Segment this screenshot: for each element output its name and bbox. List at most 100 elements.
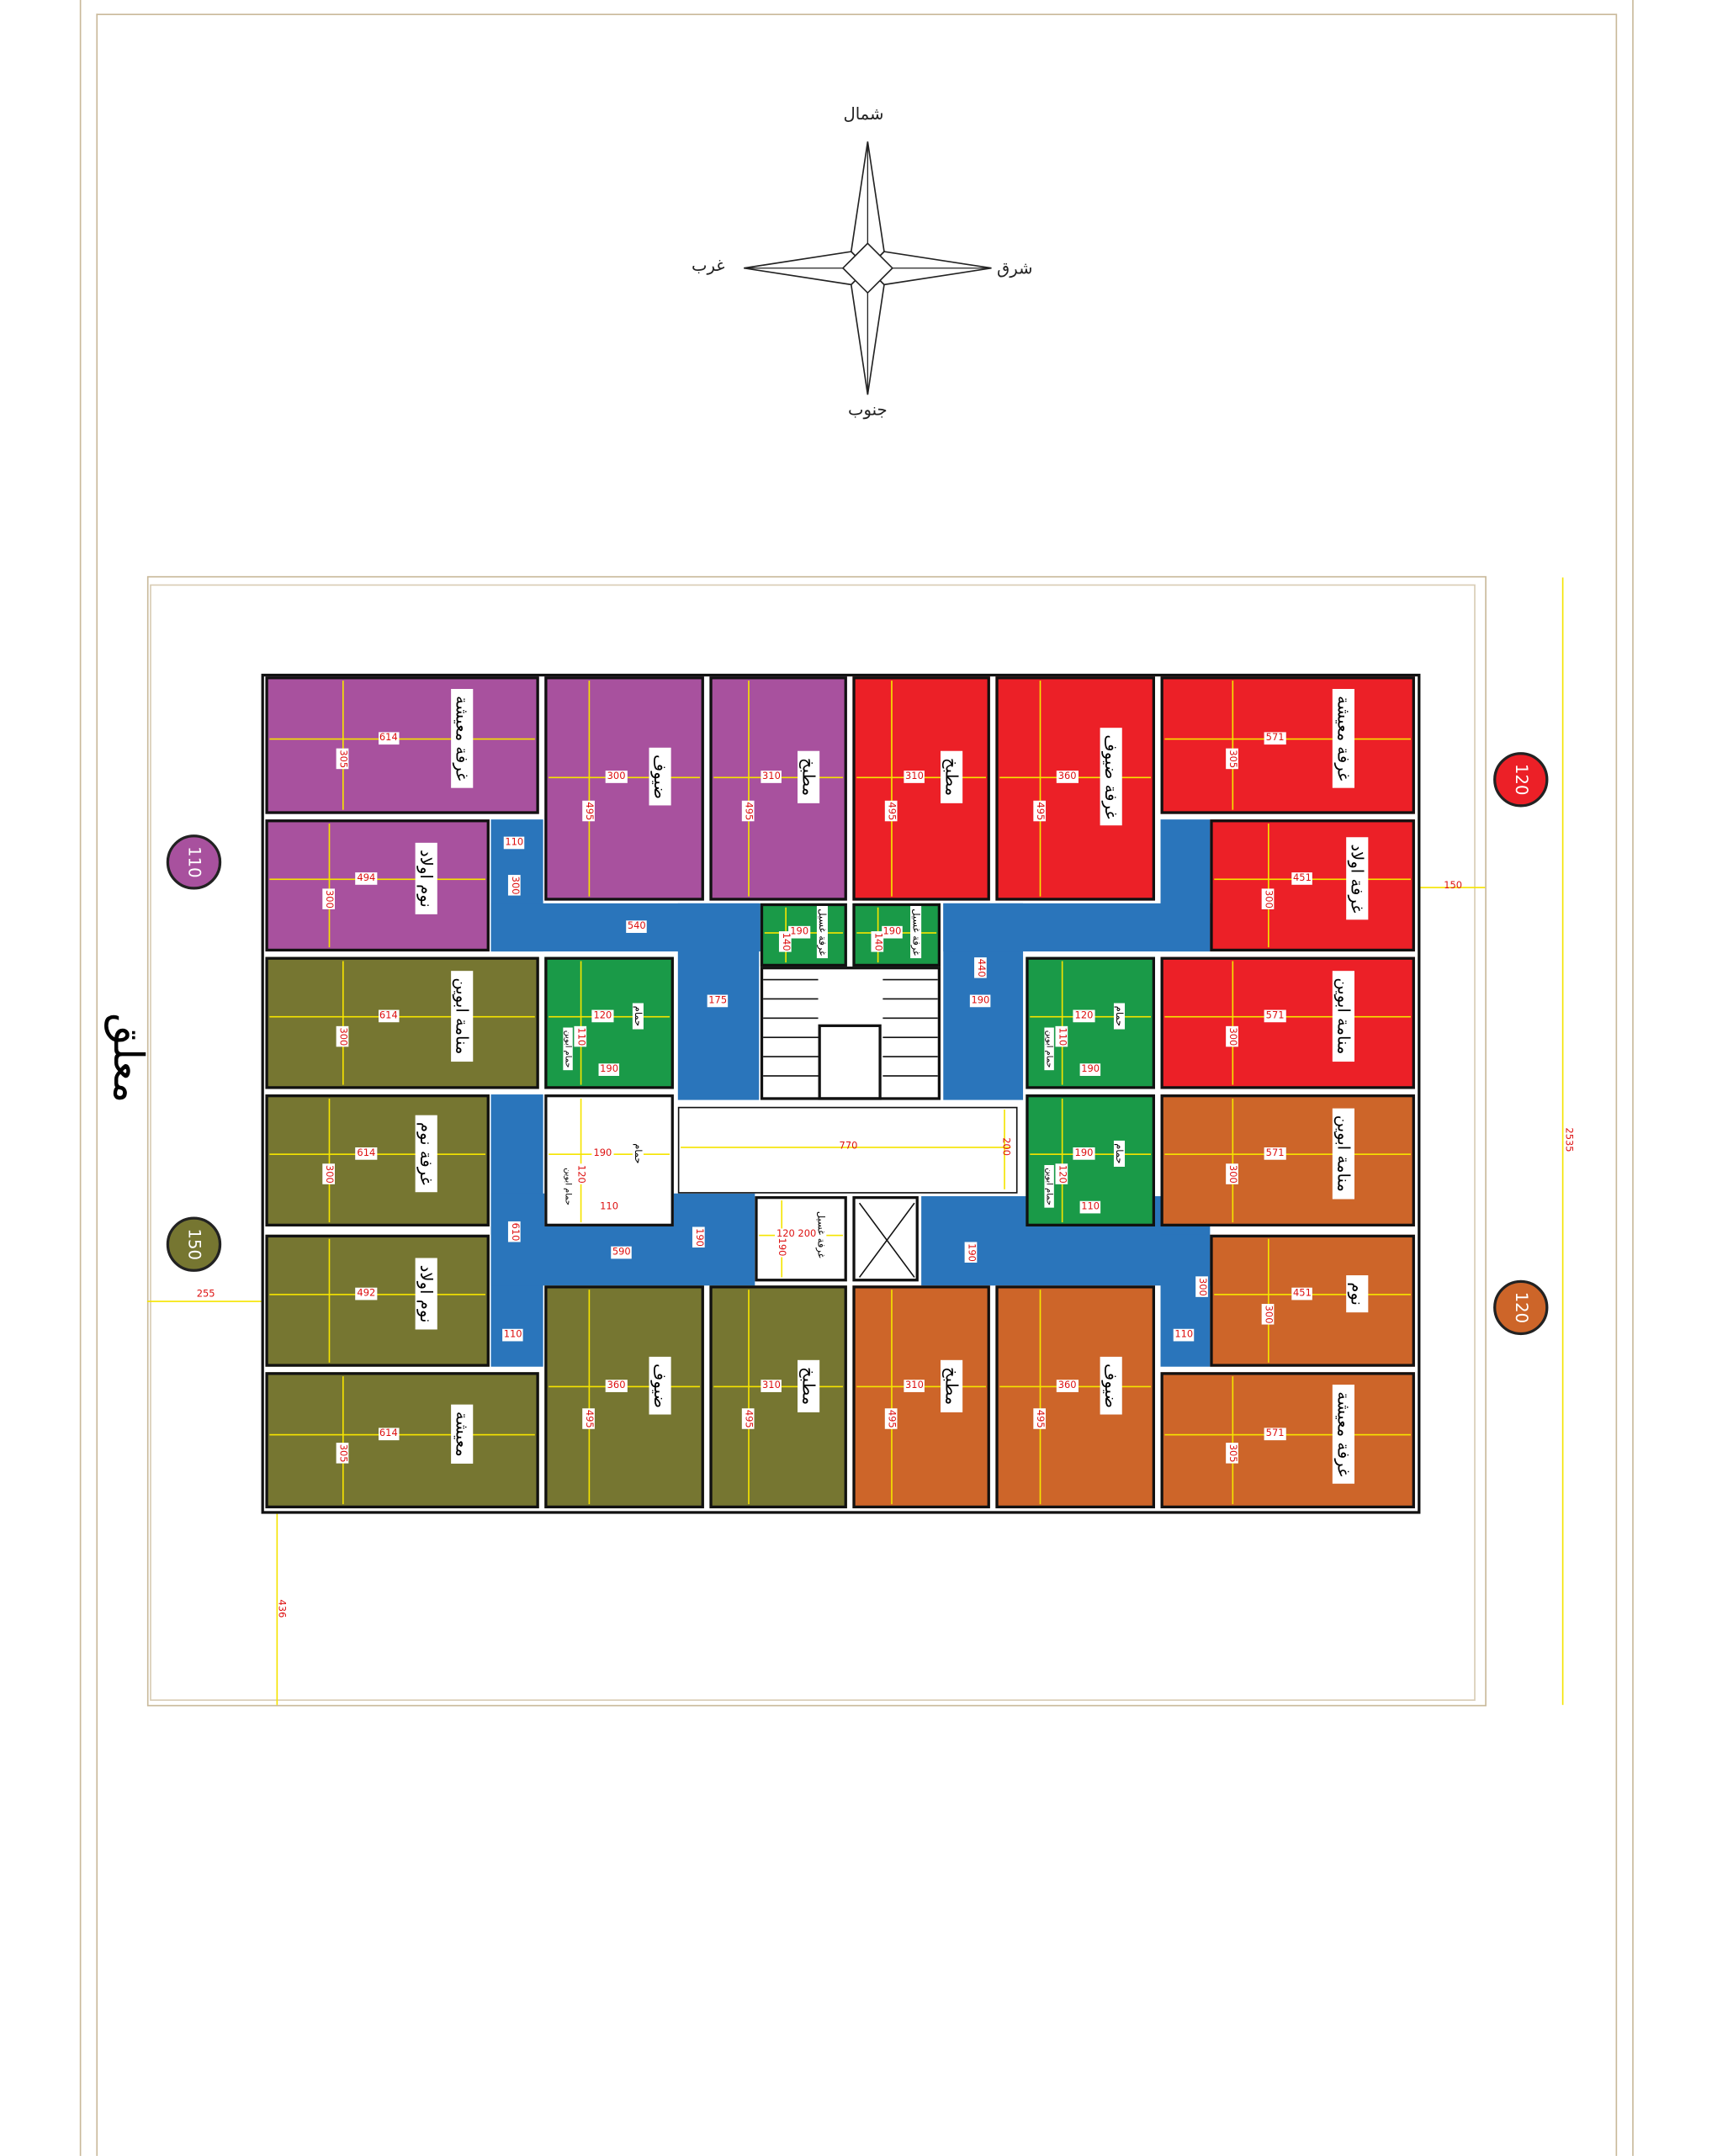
room-label: غرفة معيشة	[1333, 1384, 1355, 1483]
dim-line	[1039, 681, 1042, 897]
site-boundary-inner	[150, 584, 1476, 1701]
room-label: مطبخ	[940, 751, 963, 803]
corridor	[1160, 1234, 1211, 1367]
overhang-label: معلق	[103, 1013, 152, 1104]
dimension-label: 614	[355, 1147, 377, 1160]
badge-value: 150	[184, 1228, 204, 1260]
dim-line	[328, 1238, 331, 1363]
dimension-label: 110	[1055, 1025, 1068, 1047]
dimension-label: 614	[378, 732, 400, 745]
lobby-dimension-label: 200	[1000, 1137, 1012, 1157]
dimension-label: 120	[574, 1163, 587, 1184]
dim-line	[269, 878, 485, 881]
compass-east-label: شرق	[997, 258, 1033, 278]
dim-line	[269, 1294, 485, 1295]
corridor-dimension-label: 190	[969, 994, 991, 1008]
dim-line	[269, 1153, 485, 1155]
room-14	[1210, 1234, 1415, 1367]
dim-line	[1268, 824, 1269, 948]
unit-badge-orange: 120	[1493, 1279, 1549, 1336]
room-label: ضيوف	[1099, 1356, 1121, 1416]
dimension-label: 110	[574, 1025, 587, 1047]
room-label: غرفة اولاد	[1346, 837, 1369, 920]
corridor-dimension-label: 300	[1195, 1276, 1208, 1298]
stair-step	[883, 978, 938, 981]
dim-line	[1232, 1098, 1234, 1223]
lobby-dimension-label: 770	[839, 1140, 858, 1152]
frame-line	[96, 13, 1616, 15]
dim-line	[580, 961, 582, 1085]
room-label: حمام	[1113, 1003, 1125, 1030]
stair-step	[883, 1056, 938, 1057]
dimension-label: 571	[1264, 1147, 1286, 1160]
room-label: حمام	[1113, 1141, 1125, 1168]
dim-line	[748, 681, 750, 897]
room-18	[852, 1285, 990, 1509]
corridor-dimension-label: 110	[1173, 1328, 1195, 1342]
corridor-dimension-label: 540	[626, 920, 648, 934]
room-12	[1160, 1094, 1415, 1226]
dimension-label: 300	[1226, 1025, 1238, 1047]
dim-line	[269, 1015, 535, 1018]
corridor-dimension-label: 110	[502, 1328, 524, 1342]
room-label: غرفة معيشة	[451, 688, 474, 788]
room-label: غرفة غسيل	[910, 905, 922, 958]
dimension-label: 495	[884, 1408, 898, 1430]
corridor-dimension-label: 190	[964, 1242, 978, 1263]
dimension-label: 451	[1291, 1287, 1313, 1300]
corridor-dimension-label: 175	[707, 994, 729, 1008]
room-sub-label: حمام ابوين	[1044, 1165, 1054, 1209]
corridor-dimension-label: 590	[611, 1246, 633, 1259]
room-11	[265, 1094, 490, 1226]
stair-step	[763, 1017, 819, 1020]
dimension-label: 451	[1291, 872, 1313, 885]
dimension-label: 300	[322, 1163, 336, 1184]
room-9	[265, 956, 539, 1089]
site-dim-right-offset: 150	[1444, 880, 1463, 892]
room-label: ضيوف	[648, 1356, 670, 1416]
room-sub-label: حمام ابوين	[1044, 1027, 1054, 1072]
stair-step	[763, 998, 819, 1000]
room-sub-label: حمام ابوين	[563, 1165, 573, 1209]
dimension-label: 190	[1073, 1147, 1095, 1160]
dimension-label: 310	[904, 771, 925, 783]
dimension-label: 310	[761, 771, 782, 783]
room-label: معيشة	[451, 1403, 474, 1464]
dimension-label: 360	[1057, 771, 1079, 783]
dim-line	[269, 1433, 535, 1436]
site-dim-bottom-offset: 436	[276, 1599, 288, 1618]
room-label: ضيوف	[648, 748, 670, 807]
dimension-label: 190	[788, 925, 810, 939]
room-label: مطبخ	[798, 1359, 820, 1412]
corridor-dimension-label: 440	[974, 957, 987, 979]
room-8	[1210, 819, 1415, 952]
room-5	[995, 676, 1155, 901]
room-label: حمام	[632, 1141, 644, 1168]
room-label: منامة ابوين	[451, 971, 474, 1062]
badge-value: 110	[184, 846, 204, 878]
dimension-label: 190	[775, 1237, 787, 1258]
dimension-label: 120	[591, 1009, 613, 1023]
dim-line	[342, 681, 344, 810]
stair-landing	[818, 1024, 882, 1100]
room-13	[265, 1234, 490, 1367]
lobby	[677, 1106, 1018, 1194]
dimension-label: 492	[355, 1287, 377, 1300]
dimension-label: 571	[1264, 1009, 1286, 1023]
dimension-label: 360	[1057, 1380, 1079, 1392]
room-16	[544, 1285, 704, 1509]
badge-value: 120	[1511, 764, 1531, 796]
dimension-label: 300	[322, 887, 336, 909]
dimension-label: 495	[582, 1408, 595, 1430]
corridor-dimension-label: 190	[692, 1226, 705, 1248]
elevator-icon	[852, 1196, 919, 1282]
dim-line	[580, 1098, 582, 1223]
dim-line	[588, 1290, 591, 1505]
dimension-label: 571	[1264, 1428, 1286, 1441]
stair-step	[763, 978, 819, 981]
dimension-label: 110	[598, 1200, 620, 1213]
room-label: غرفة غسيل	[817, 905, 829, 958]
dimension-label: 360	[605, 1380, 628, 1392]
dimension-label: 300	[1226, 1163, 1238, 1184]
